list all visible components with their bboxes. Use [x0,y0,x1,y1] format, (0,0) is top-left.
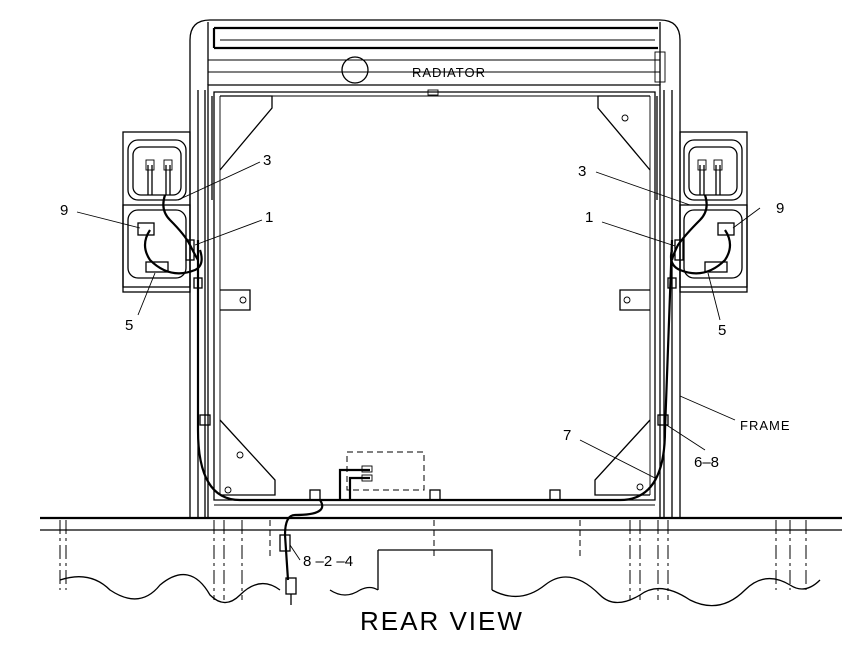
radiator-top-tank [212,26,658,50]
callout-3-right: 3 [578,163,586,180]
connector-5-right [704,261,728,273]
callout-6-8: 6–8 [694,454,719,471]
clip-1-right [674,239,684,261]
chassis-frame [40,516,842,607]
frame-label: FRAME [740,418,791,433]
gusset-bottom-right [594,419,651,496]
gusset-bottom-left [219,419,276,496]
connector-9-right [717,222,735,236]
connector-9-left [137,222,155,236]
callout-8-2-4: 8 –2 –4 [303,553,353,570]
radiator-inner-frame [207,84,661,518]
callout-9-right: 9 [776,200,784,217]
bracket-top-right [597,95,651,171]
radiator-core-outline [213,91,656,501]
callout-3-left: 3 [263,152,271,169]
side-tab-right [619,289,650,311]
callout-1-right: 1 [585,209,593,226]
connector-5-left [145,261,169,273]
side-tab-left [220,289,251,311]
main-harness [196,239,674,502]
bracket-top-left [219,95,273,171]
clip-6-8 [657,414,669,426]
callout-7: 7 [563,427,571,444]
callout-5-right: 5 [718,322,726,339]
radiator-outer-frame [189,19,681,518]
callout-1-left: 1 [265,209,273,226]
clip-left-lower [199,414,211,426]
radiator-cap [341,56,369,84]
callout-5-left: 5 [125,317,133,334]
radiator-label: RADIATOR [412,65,486,80]
connector-8-2-4 [279,534,291,552]
callout-9-left: 9 [60,202,68,219]
clip-left-mid [193,277,203,289]
harness-right-branch [670,194,708,261]
clip-1-left [185,239,195,261]
lamp-assembly-left [122,131,191,293]
clip-right-mid [667,277,677,289]
lamp-assembly-right [679,131,748,293]
view-title: REAR VIEW [360,606,524,636]
